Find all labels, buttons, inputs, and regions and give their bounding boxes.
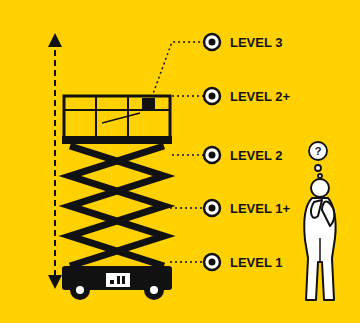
height-arrow	[54, 40, 56, 282]
level-label: LEVEL 2	[230, 149, 283, 162]
lift-base	[62, 266, 172, 300]
thinking-person	[304, 179, 335, 300]
level-label: LEVEL 1+	[230, 202, 290, 215]
scissor-arms	[70, 146, 164, 266]
question-mark: ?	[315, 146, 322, 157]
lift-platform	[62, 96, 172, 144]
level-label: LEVEL 1	[230, 256, 283, 269]
thought-bubble	[309, 142, 327, 178]
level-label: LEVEL 2+	[230, 90, 290, 103]
leader-lines	[150, 42, 203, 262]
level-label: LEVEL 3	[230, 36, 283, 49]
level-markers	[204, 34, 220, 270]
